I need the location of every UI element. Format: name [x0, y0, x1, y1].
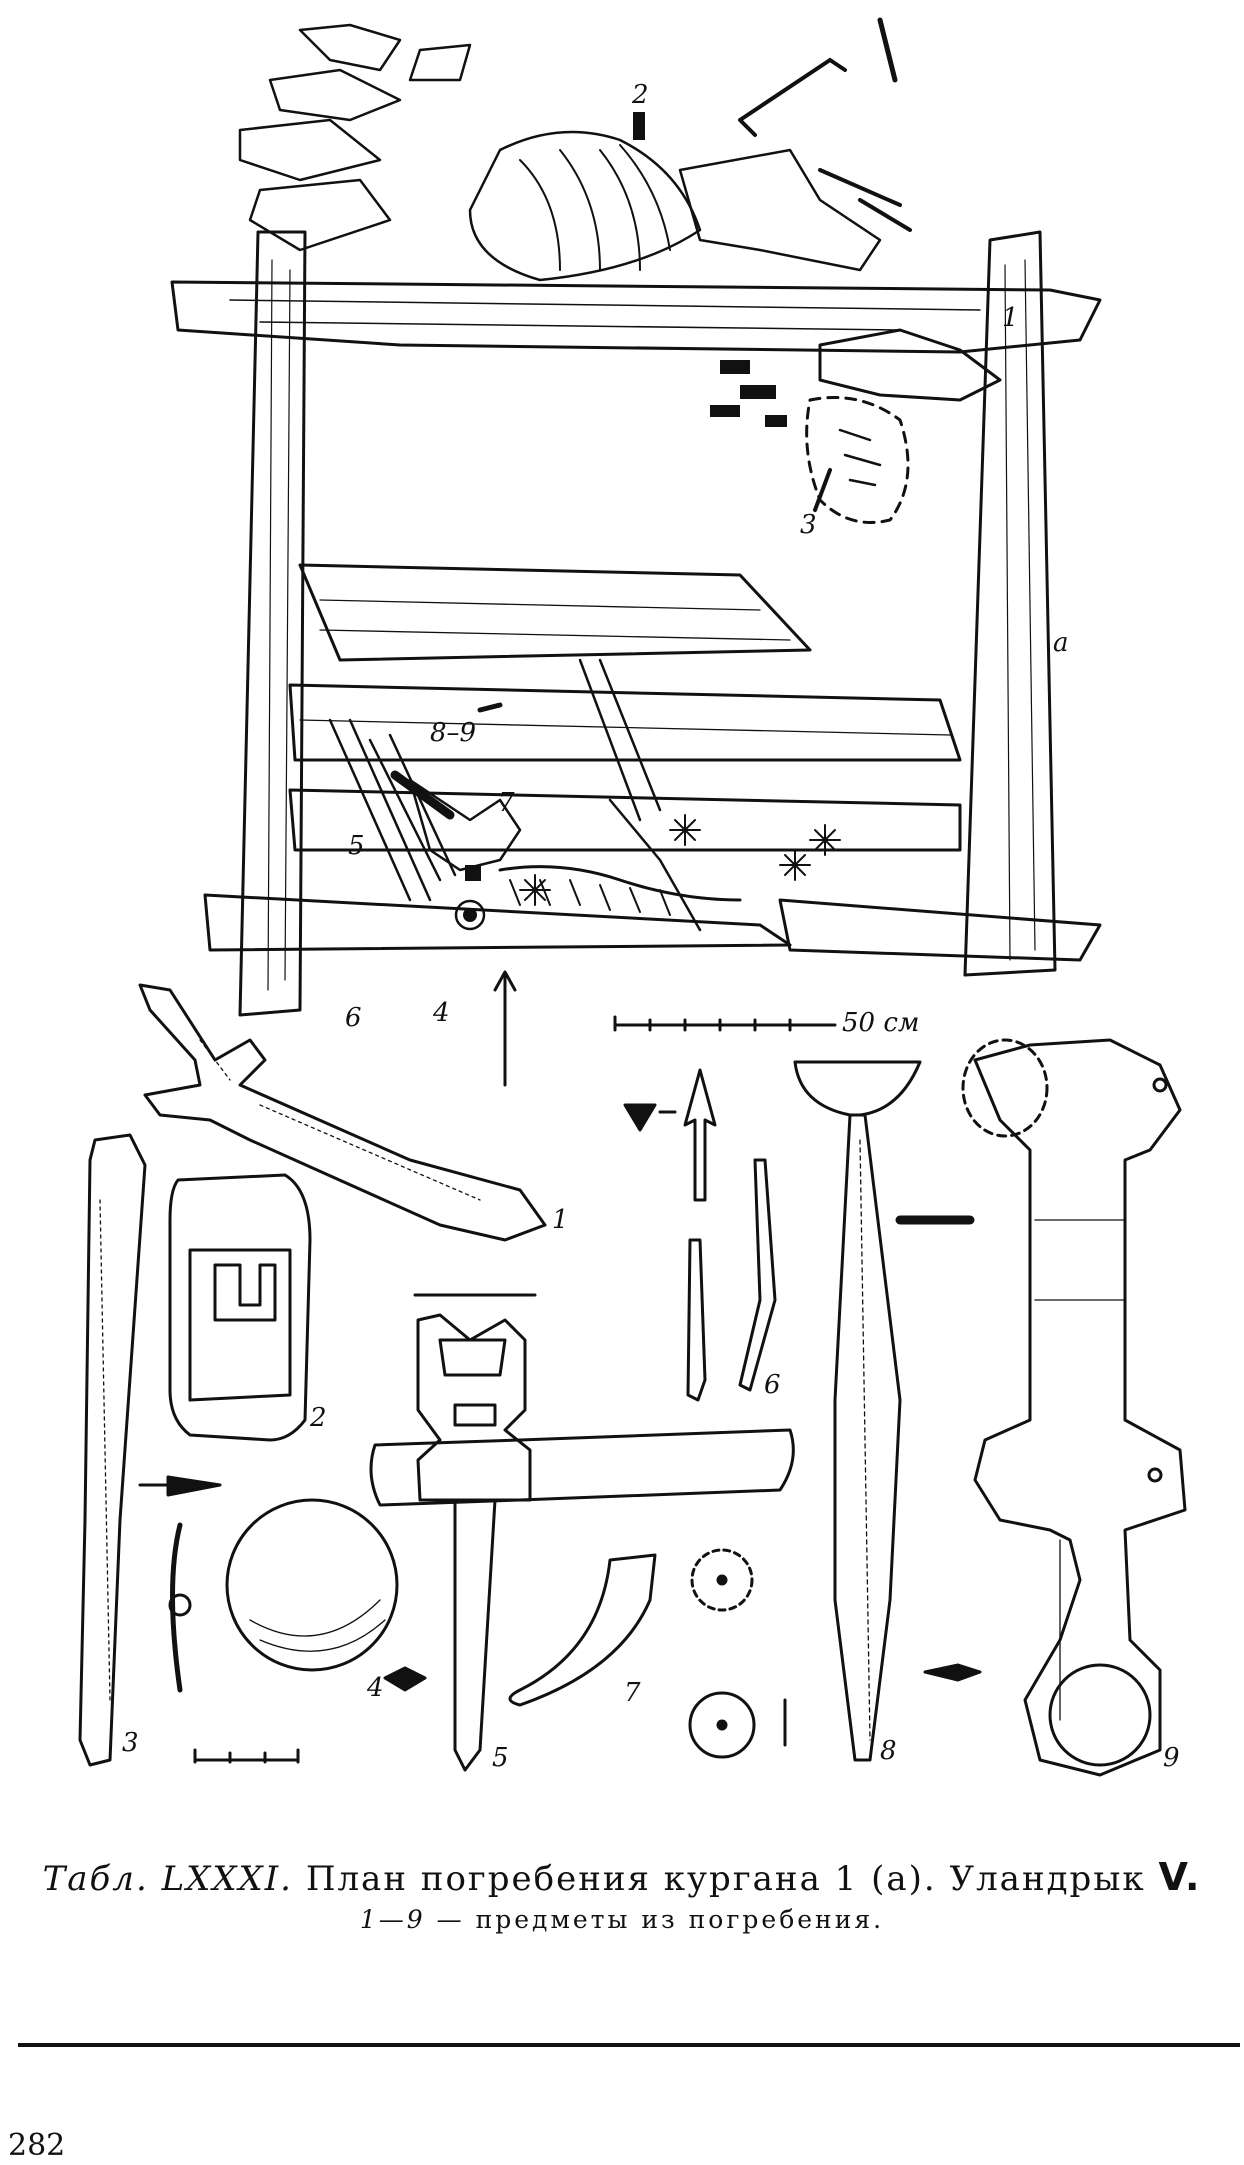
find-number-7: 7	[624, 1678, 641, 1708]
scale-bar	[613, 1015, 837, 1032]
section-diamond-5	[383, 1666, 427, 1692]
grave-plan-drawing	[170, 17, 1102, 1087]
section-arrow-3	[138, 1475, 222, 1497]
human-skeleton	[328, 658, 742, 932]
find-number-5: 5	[492, 1743, 509, 1773]
find-number-9: 9	[1163, 1743, 1180, 1773]
plan-marker-7: 7	[498, 788, 515, 818]
caption-title: План погребения кургана 1	[305, 1859, 859, 1899]
left-post	[238, 230, 307, 1017]
find-6-arrow-and-rods	[683, 1068, 777, 1402]
plate-caption: Табл. LXXXI. План погребения кургана 1 (…	[0, 1855, 1244, 1899]
caption-site-number: V.	[1158, 1855, 1202, 1899]
plan-marker-2: 2	[632, 80, 649, 110]
find-5-pin-assembly	[369, 1293, 795, 1772]
find-7-tusk	[508, 1553, 657, 1707]
horse-skull	[818, 328, 1002, 402]
caption-plan-ref: (а).	[871, 1859, 937, 1899]
find-number-3: 3	[122, 1728, 139, 1758]
find-2-buckle	[168, 1173, 312, 1442]
north-arrow	[493, 970, 517, 1087]
section-triangle-6	[623, 1103, 657, 1132]
subtitle-text: — предметы из погребения.	[436, 1905, 885, 1934]
lower-log-beam	[203, 893, 792, 952]
footer-rule	[18, 2043, 1240, 2047]
dashed-outline	[805, 396, 910, 524]
plan-marker-1: 1	[1002, 303, 1019, 333]
find-7-small-discs	[688, 1548, 787, 1759]
scale-label: 50 см	[842, 1008, 920, 1038]
caption-prefix: Табл.	[42, 1859, 149, 1899]
floor-planks	[298, 563, 812, 662]
find-4-disc	[168, 1498, 399, 1693]
plan-marker-3: 3	[800, 510, 817, 540]
plate-subtitle: 1—9 — предметы из погребения.	[0, 1905, 1244, 1934]
find-number-1: 1	[552, 1205, 569, 1235]
horse-skeleton	[238, 17, 912, 282]
subtitle-range: 1—9	[359, 1905, 426, 1934]
plan-marker-6: 6	[345, 1003, 362, 1033]
plan-marker-5: 5	[348, 831, 365, 861]
find-3-iron-rod	[78, 1133, 147, 1767]
section-diamond-8	[923, 1663, 982, 1682]
lower-log-beam-right	[778, 898, 1102, 962]
plan-label-a: a	[1053, 628, 1069, 658]
find-number-2: 2	[310, 1403, 327, 1433]
right-post	[963, 230, 1057, 977]
find-9-psalion	[961, 1038, 1187, 1777]
find-number-4: 4	[367, 1673, 384, 1703]
plan-marker-4: 4	[433, 998, 450, 1028]
caption-site: Уландрык	[949, 1859, 1146, 1899]
caption-table-number: LXXXI.	[161, 1859, 293, 1899]
find-number-6: 6	[764, 1370, 781, 1400]
scale-bar-small	[193, 1748, 300, 1764]
asterisk-markers	[519, 814, 841, 906]
plan-marker-8-9: 8–9	[430, 718, 477, 748]
find-number-8: 8	[880, 1736, 897, 1766]
find-8-dagger	[793, 1060, 922, 1762]
upper-log-beam	[170, 280, 1102, 354]
page-number: 282	[8, 2128, 66, 2163]
dark-object-8-9	[390, 770, 455, 820]
find-1-branch	[138, 983, 547, 1242]
